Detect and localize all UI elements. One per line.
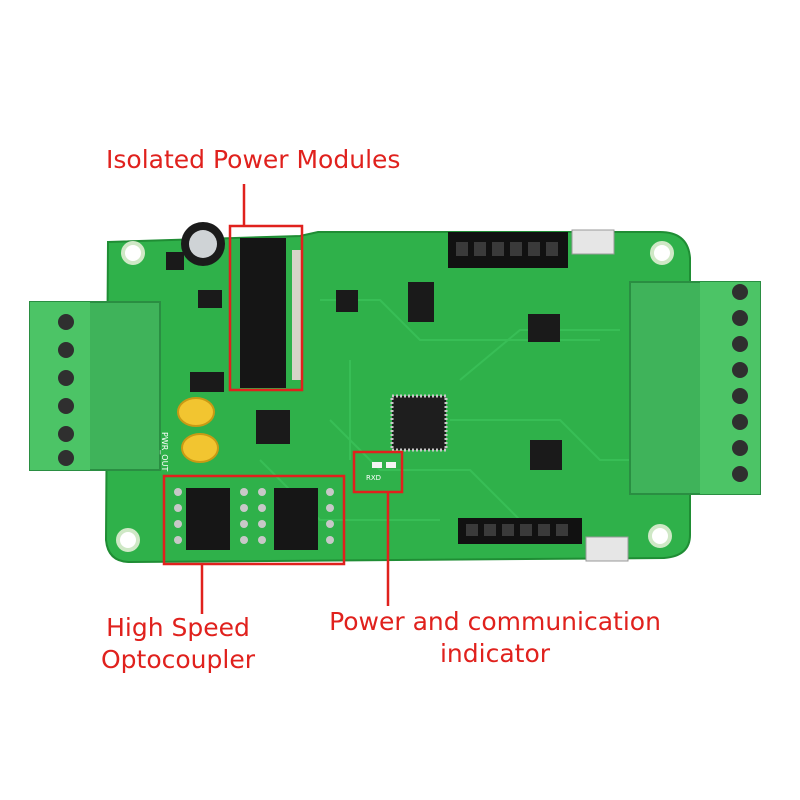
optocoupler-box <box>162 474 346 566</box>
electrolytic-capacitor <box>181 222 225 266</box>
isolated-power-box <box>228 224 304 392</box>
indicator-label-line1: Power and communication <box>329 607 661 636</box>
leader-lines <box>200 184 390 614</box>
left-terminal-block <box>29 301 161 471</box>
mcu-chip <box>390 394 448 452</box>
right-terminal-block <box>629 281 761 495</box>
tact-switches <box>571 229 629 562</box>
power-communication-indicator-label: Power and communication indicator <box>300 606 690 670</box>
yellow-capacitors <box>177 397 219 463</box>
indicator-leds: RXD <box>366 462 396 482</box>
terminal-silkscreen-label: PWR_OUT <box>160 432 169 471</box>
mounting-holes <box>116 241 674 552</box>
small-ics <box>166 252 562 470</box>
isolated-power-modules-label: Isolated Power Modules <box>106 145 401 174</box>
isolated-power-module <box>240 238 302 388</box>
bottom-pin-header <box>458 518 582 544</box>
led-silkscreen-label: RXD <box>366 474 381 482</box>
top-pin-header <box>448 232 568 268</box>
optocoupler-label-line1: High Speed <box>106 613 250 642</box>
optocoupler-chips <box>174 488 334 550</box>
annotation-boxes <box>162 224 404 566</box>
indicator-box <box>352 450 404 494</box>
indicator-label-line2: indicator <box>439 639 551 668</box>
high-speed-optocoupler-label: High Speed Optocoupler <box>98 612 258 676</box>
optocoupler-label-line2: Optocoupler <box>100 645 255 674</box>
